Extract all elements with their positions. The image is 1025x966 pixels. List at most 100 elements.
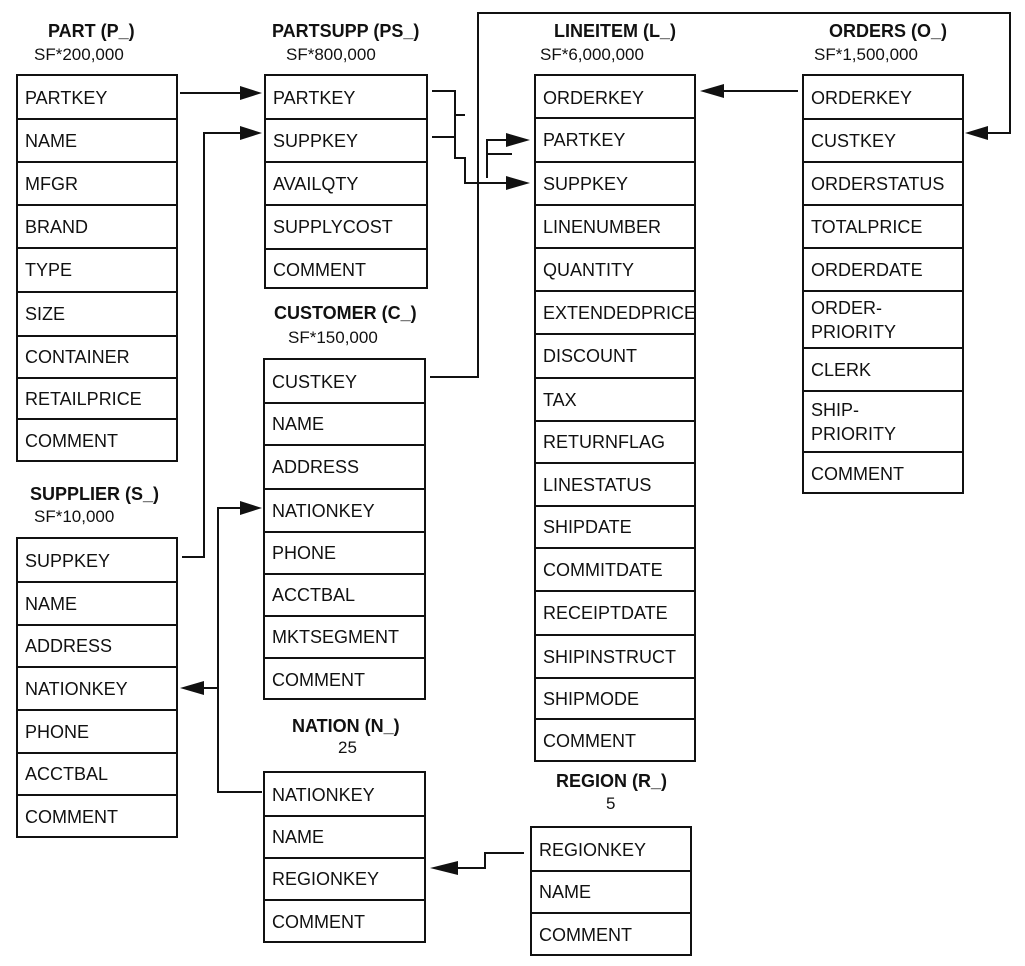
lineitem-column: SHIPDATE — [536, 505, 694, 547]
supplier-column: ADDRESS — [18, 624, 176, 666]
arrow-head — [240, 501, 262, 515]
part-column: NAME — [18, 118, 176, 161]
partsupp-table-name: PARTSUPP (PS_) — [272, 21, 420, 41]
nation-column: REGIONKEY — [265, 857, 424, 899]
link-partsupp-lineitem-b — [432, 114, 465, 138]
part-table-name: PART (P_) — [48, 21, 135, 41]
orders-column: SHIP- PRIORITY — [804, 390, 962, 451]
nation-column: NAME — [265, 815, 424, 857]
lineitem-column: COMMITDATE — [536, 547, 694, 590]
lineitem-column: RETURNFLAG — [536, 420, 694, 462]
part-column: SIZE — [18, 291, 176, 335]
supplier-column: COMMENT — [18, 794, 176, 838]
arrow-head — [506, 176, 530, 190]
part-column: COMMENT — [18, 418, 176, 462]
part-column: CONTAINER — [18, 335, 176, 377]
lineitem-column: LINESTATUS — [536, 462, 694, 505]
region-column: COMMENT — [532, 912, 690, 956]
region-column: NAME — [532, 870, 690, 912]
partsupp-column: COMMENT — [266, 248, 426, 289]
part-column: TYPE — [18, 247, 176, 291]
partsupp-column: AVAILQTY — [266, 161, 426, 204]
lineitem-column: PARTKEY — [536, 117, 694, 161]
customer-column: NATIONKEY — [265, 488, 424, 531]
customer-column: CUSTKEY — [272, 372, 358, 392]
link-customer-orders — [430, 12, 1011, 378]
lineitem-table-name: LINEITEM (L_) — [554, 21, 676, 41]
orders-column: CLERK — [804, 347, 962, 390]
orders-column: ORDERDATE — [804, 247, 962, 290]
partsupp-column: SUPPKEY — [266, 118, 426, 161]
lineitem-column: SHIPINSTRUCT — [536, 634, 694, 677]
link-partsupp-lineitem-c — [486, 139, 512, 178]
arrow-head — [965, 126, 988, 140]
customer-column: ACCTBAL — [265, 573, 424, 615]
arrow-head — [506, 133, 530, 147]
orders-column: ORDERKEY — [811, 88, 913, 108]
supplier-column: NATIONKEY — [18, 666, 176, 709]
lineitem-column: LINENUMBER — [536, 204, 694, 247]
customer-column: COMMENT — [265, 657, 424, 700]
nation-cardinality: 25 — [338, 738, 357, 757]
lineitem-column: TAX — [536, 377, 694, 420]
supplier-column: PHONE — [18, 709, 176, 752]
lineitem-column: ORDERKEY — [543, 87, 645, 108]
nation-column: NATIONKEY — [272, 785, 375, 805]
lineitem-column: DISCOUNT — [536, 333, 694, 377]
customer-column: ADDRESS — [265, 444, 424, 488]
orders-column: COMMENT — [804, 451, 962, 494]
arrow-head — [180, 681, 204, 695]
region-table-name: REGION (R_) — [556, 771, 668, 791]
part-column: RETAILPRICE — [18, 377, 176, 418]
lineitem-column: EXTENDEDPRICE — [536, 290, 696, 333]
part-column: BRAND — [18, 204, 176, 247]
supplier-cardinality: SF*10,000 — [34, 507, 115, 526]
link-partsupp-lineitem-a — [432, 90, 512, 184]
partsupp-cardinality: SF*800,000 — [286, 45, 376, 64]
supplier-column: NAME — [18, 581, 176, 624]
orders-table-name: ORDERS (O_) — [829, 21, 948, 41]
supplier-column: ACCTBAL — [18, 752, 176, 794]
customer-table-name: CUSTOMER (C_) — [274, 303, 417, 323]
supplier-column: SUPPKEY — [25, 551, 111, 571]
nation-column: COMMENT — [265, 899, 424, 943]
customer-column: MKTSEGMENT — [265, 615, 424, 657]
orders-cardinality: SF*1,500,000 — [814, 45, 918, 64]
part-column: PARTKEY — [25, 88, 108, 108]
part-cardinality: SF*200,000 — [34, 45, 124, 64]
lineitem-cardinality: SF*6,000,000 — [540, 45, 644, 64]
part-column: MFGR — [18, 161, 176, 204]
orders-column: TOTALPRICE — [804, 204, 962, 247]
lineitem-column: RECEIPTDATE — [536, 590, 694, 634]
nation-table-name: NATION (N_) — [292, 716, 400, 736]
link-region-nation — [458, 852, 524, 869]
customer-column: PHONE — [265, 531, 424, 573]
arrow-head — [430, 861, 458, 875]
orders-column: ORDER- PRIORITY — [804, 290, 962, 347]
orders-column: CUSTKEY — [804, 118, 962, 161]
partsupp-column: PARTKEY — [273, 88, 356, 108]
region-column: REGIONKEY — [539, 840, 647, 860]
arrow-head — [240, 126, 262, 140]
customer-cardinality: SF*150,000 — [288, 328, 378, 347]
link-nation-customer — [217, 507, 262, 793]
arrow-head — [700, 84, 724, 98]
link-supplier-partsupp — [182, 132, 242, 558]
partsupp-column: SUPPLYCOST — [266, 204, 426, 248]
supplier-table-name: SUPPLIER (S_) — [30, 484, 160, 504]
lineitem-column: SHIPMODE — [536, 677, 694, 718]
lineitem-column: SUPPKEY — [536, 161, 694, 204]
arrow-head — [240, 86, 262, 100]
lineitem-column: QUANTITY — [536, 247, 694, 290]
region-cardinality: 5 — [606, 794, 616, 813]
customer-column: NAME — [265, 402, 424, 444]
